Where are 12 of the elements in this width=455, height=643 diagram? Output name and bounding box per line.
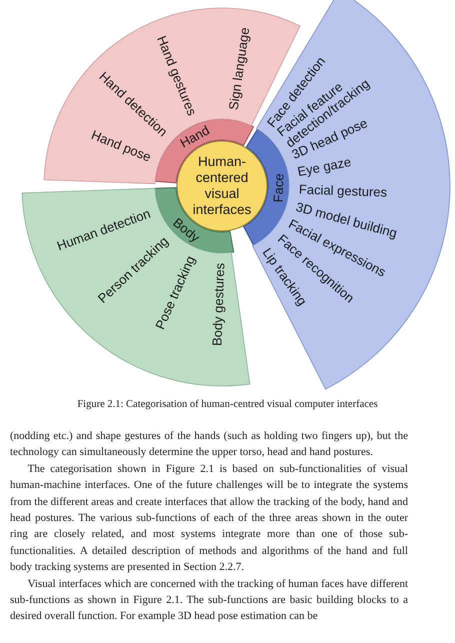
sector-label: Facial gestures — [298, 181, 388, 200]
figure-caption: Figure 2.1: Categorisation of human-centred visual computer interfaces — [76, 399, 379, 410]
ring-label: Face — [270, 173, 286, 203]
center-label: Human-centered visual interfaces — [192, 154, 252, 217]
sector-label: Hand pose — [89, 126, 154, 164]
category-sector — [22, 188, 250, 386]
category-sector — [252, 0, 450, 390]
body-paragraph: Visual interfaces which are concerned with the tracking of human faces have different sub-functions as shown in Figure 2.1. The sub-functions are basic building blocks to a desired overall function. For example 3D head pose estimation can be — [10, 576, 408, 624]
sector-label: Sign language — [225, 26, 252, 111]
sector-label: Body gestures — [208, 262, 227, 346]
body-paragraph: The categorisation shown in Figure 2.1 is based on sub-functionalities of visual human-machine interfaces. One of the future challenges will be to integrate the systems from the different areas and create interfaces that allow the tracking of the body, hand and head postures. The various sub-functions of each of the three areas shown in the outer ring are closely related, and most systems integrate more than one of those sub-functionalities. A detailed description of methods and algorithms of the hand and full body tracking systems are presented in Section 2.2.7. — [10, 462, 408, 576]
body-paragraph: (nodding etc.) and shape gestures of the hands (such as holding two fingers up), but the technology can simultaneously determine the upper torso, head and hand postures. — [10, 429, 408, 460]
